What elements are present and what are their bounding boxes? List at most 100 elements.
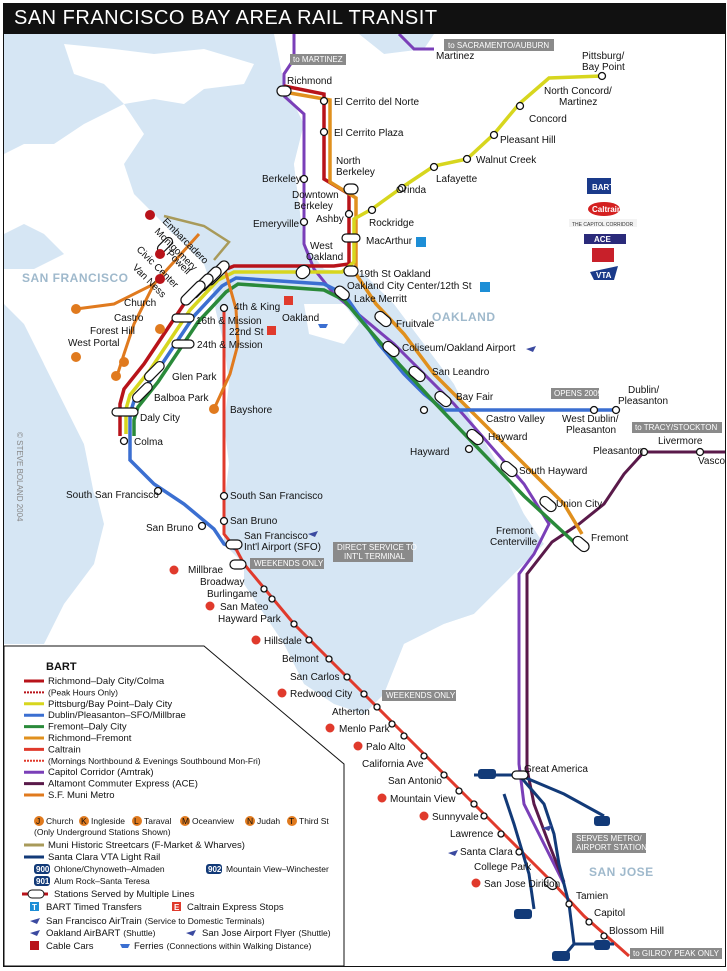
vta-902-badge — [478, 769, 496, 779]
legend-sfo-airtrain: San Francisco AirTrain(Service to Domest… — [46, 916, 265, 927]
bart-timed-transfer-icon — [480, 282, 490, 292]
caltrain-logo-text: Caltrain — [592, 205, 622, 214]
legend-cable-cars: Cable Cars — [46, 941, 94, 952]
legend-vta-901-num: 901 — [36, 877, 50, 886]
station-lafayette: Lafayette — [436, 174, 478, 185]
legend-vta-900: Ohlone/Chynoweth–Almaden — [54, 864, 165, 874]
legend-line-label: (Mornings Northbound & Evenings Southbou… — [48, 756, 261, 766]
airplane-icon — [526, 346, 536, 352]
vta-900-badge — [552, 951, 570, 961]
station-emeryville: Emeryville — [253, 219, 300, 230]
station-coliseum: Coliseum/Oakland Airport — [402, 343, 516, 354]
station-pleasant-hill: Pleasant Hill — [500, 135, 556, 146]
legend-line-label: S.F. Muni Metro — [48, 790, 115, 801]
station-walnut-creek: Walnut Creek — [476, 155, 537, 166]
callout-opens-2009: OPENS 2009 — [554, 389, 603, 398]
station-martinez: Martinez — [436, 51, 474, 62]
legend-historic-streetcar: Muni Historic Streetcars (F-Market & Wha… — [48, 840, 245, 851]
station-san-leandro: San Leandro — [432, 367, 490, 378]
station-livermore: Livermore — [658, 436, 703, 447]
line-muni-historic — [163, 214, 231, 261]
legend-line-label: (Peak Hours Only) — [48, 687, 118, 697]
station-oakland-ferry: Oakland — [282, 313, 319, 324]
legend-muni-m: Oceanview — [192, 816, 235, 826]
legend-caltrain-express: Caltrain Express Stops — [187, 902, 284, 913]
station-belmont: Belmont — [282, 654, 319, 665]
multi-line-stations — [111, 85, 590, 891]
caltrain-express-icon — [284, 296, 293, 305]
line-bart-dublin-sfo — [128, 276, 616, 551]
caltrain-logo — [588, 202, 620, 216]
station-redwood-city: Redwood City — [290, 689, 352, 700]
great-america-station — [511, 770, 529, 780]
bart-timed-transfer-icon — [416, 237, 426, 247]
legend-e-letter: E — [174, 903, 180, 912]
line-ace — [525, 450, 725, 883]
station-richmond: Richmond — [287, 76, 332, 87]
station-vasco: Vasco — [698, 456, 725, 467]
legend-muni-k-letter: K — [81, 816, 87, 826]
airplane-icon — [186, 930, 196, 936]
caltrain-express-icon — [325, 723, 335, 733]
station-blossom-hill: Blossom Hill — [609, 926, 664, 937]
station-16th-mission: 16th & Mission — [196, 316, 262, 327]
map-frame: SAN FRANCISCO BAY AREA RAIL TRANSIT SAN … — [3, 3, 726, 967]
map-title: SAN FRANCISCO BAY AREA RAIL TRANSIT — [14, 7, 438, 29]
legend-muni-n: Judah — [257, 816, 280, 826]
muni-k-icon — [119, 357, 129, 367]
station-san-jose-diridon: San Jose Diridon — [484, 879, 560, 890]
station-west-portal: West Portal — [68, 338, 120, 349]
legend-muni-note: (Only Underground Stations Shown) — [34, 827, 171, 837]
caltrain-express-icon — [277, 688, 287, 698]
region-label-oakland: OAKLAND — [432, 310, 496, 324]
station-castro: Castro — [114, 313, 144, 324]
station-hillsdale: Hillsdale — [264, 636, 302, 647]
legend: BART Richmond–Daly City/Colma(Peak Hours… — [4, 645, 345, 966]
vta-901-badge — [594, 940, 610, 950]
station-palo-alto: Palo Alto — [366, 742, 406, 753]
legend-muni-l: Taraval — [144, 816, 172, 826]
capitol-corridor-logo-text: THE CAPITOL CORRIDOR — [572, 222, 634, 228]
station-glen-park: Glen Park — [172, 372, 217, 383]
station-san-antonio: San Antonio — [388, 776, 442, 787]
caltrain-express-icon — [169, 565, 179, 575]
caltrain-express-icon — [205, 601, 215, 611]
legend-line-label: Dublin/Pleasanton–SFO/Millbrae — [48, 710, 186, 721]
callout-weekends-only-2: WEEKENDS ONLY — [386, 691, 456, 700]
station-el-cerrito-plaza: El Cerrito Plaza — [334, 128, 404, 139]
airplane-icon — [30, 918, 40, 924]
muni-l-icon — [71, 352, 81, 362]
station-22nd-st: 22nd St — [229, 327, 264, 338]
legend-multi-line: Stations Served by Multiple Lines — [54, 889, 195, 900]
ferry-icon — [120, 944, 130, 948]
legend-line-label: Richmond–Fremont — [48, 733, 132, 744]
station-24th-mission: 24th & Mission — [197, 340, 263, 351]
station-san-mateo: San Mateo — [220, 602, 269, 613]
legend-muni-t: Third St — [299, 816, 329, 826]
ace-logo — [584, 234, 626, 244]
legend-vta-902-num: 902 — [208, 865, 222, 874]
legend-muni-n-letter: N — [247, 816, 253, 826]
station-great-america: Great America — [524, 764, 588, 775]
airplane-icon — [308, 531, 318, 537]
station-19th-st-oakland: 19th St Oakland — [359, 269, 431, 280]
airplane-icon — [448, 850, 458, 856]
station-forest-hill: Forest Hill — [90, 326, 135, 337]
muni-m-icon — [111, 371, 121, 381]
station-lake-merritt: Lake Merritt — [354, 294, 407, 305]
callout-to-tracy: to TRACY/STOCKTON — [635, 423, 717, 432]
legend-line-label: Fremont–Daly City — [48, 722, 127, 733]
legend-line-label: Caltrain — [48, 744, 81, 755]
station-colma: Colma — [134, 437, 163, 448]
legend-muni-lines: J Church K Ingleside L Taraval M Oceanvi… — [34, 816, 329, 837]
station-san-bruno-caltrain: San Bruno — [230, 516, 278, 527]
station-concord: Concord — [529, 114, 567, 125]
station-sunnyvale: Sunnyvale — [432, 812, 479, 823]
legend-line-label: Altamont Commuter Express (ACE) — [48, 779, 198, 790]
caltrain-express-icon — [377, 793, 387, 803]
station-church: Church — [124, 298, 156, 309]
station-daly-city: Daly City — [140, 413, 180, 424]
